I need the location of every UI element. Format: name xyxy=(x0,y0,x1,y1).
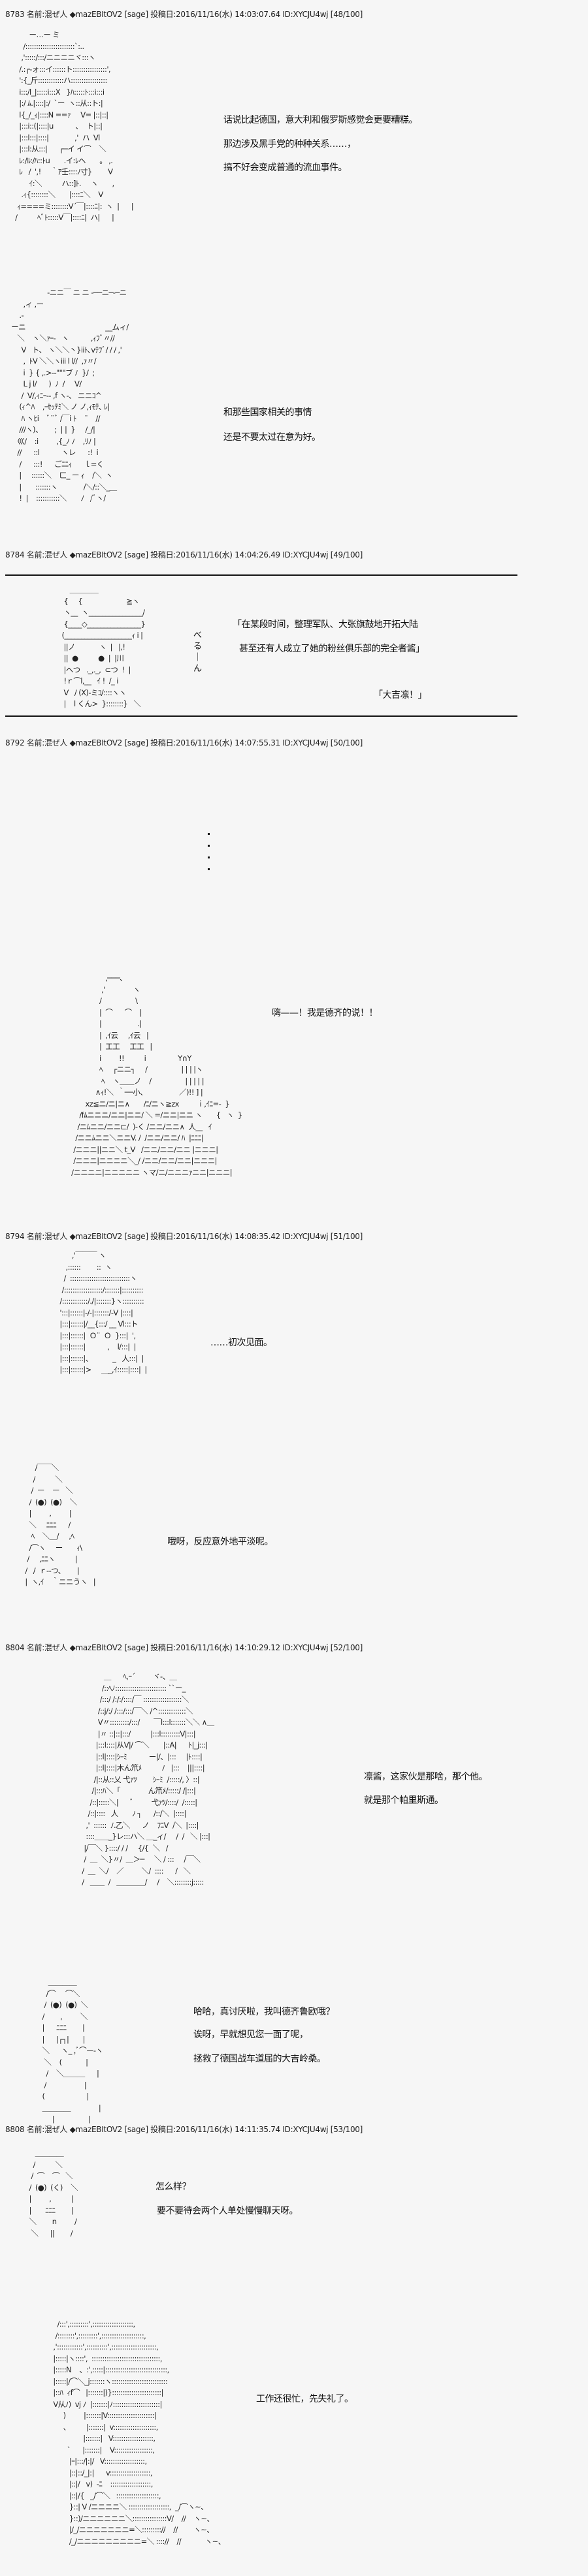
ascii-art-round-face-1: /￣￣＼ / ＼ / ー ー ＼ / (●) (●) ＼ | , | ＼ ﾆﾆﾆ… xyxy=(25,1463,95,1586)
ascii-art-girl-4: /:::',:::::::::',:::::::::::::::::::, /:… xyxy=(53,2319,225,2546)
post-header-8784: 8784 名前:混ぜ人 ◆mazEBItOV2 [sage] 投稿日:2016/… xyxy=(5,550,363,559)
ascii-art-girl-3: ＿ ﾍ,ｰ´ ヾ-、＿ /::ﾍﾉ:::::::::::::::::::::::… xyxy=(82,1672,214,1887)
ascii-art-girl-2: ,'￣￣￣ ヽ ,:::::: :: ヽ / :::::::::::::::::… xyxy=(59,1251,147,1374)
ascii-art-hat-figure: -ニニ￣ ニ ニ ‐──ニ─‐─ニ ,ィ ,ー .- ーニ __ムィ/ ＼ ヽ＼… xyxy=(11,288,129,503)
ellipsis-dot xyxy=(208,833,210,835)
ascii-art-chibi-hat: ＿＿＿＿ { { ≧ヽ ヽ__ ヽ________________/ {____… xyxy=(61,585,146,708)
ascii-art-smiling-man: ,───、 ,' ヽ / \ | ⌒ ⌒ | | .| | ,ｲ云 ,ｲ云 | xyxy=(71,973,242,1177)
dialogue-line: 「大吉凛！」 xyxy=(374,690,427,700)
dialogue-line: 还是不要太过在意为好。 xyxy=(223,432,321,443)
ascii-art-winking-face: ＿＿＿＿ / ＼ / ⌒ ⌒ ＼ / (●) (く) ＼ | , | | ﾆﾆﾆ… xyxy=(29,2148,78,2238)
sound-effect: べる｜ん xyxy=(193,631,202,674)
dialogue-line: 怎么样？ xyxy=(155,2182,191,2192)
post-header-8808: 8808 名前:混ぜ人 ◆mazEBItOV2 [sage] 投稿日:2016/… xyxy=(5,2125,363,2134)
dialogue-line: 凛酱，这家伙是那啥，那个他。 xyxy=(364,1772,488,1782)
ascii-art-round-face-2: ＿＿＿＿ /⌒ ⌒＼ / (●) (●) ＼ / , ＼ | ﾆﾆﾆ | | |… xyxy=(42,1977,103,2124)
dialogue-line: 「在某段时间，整理军队、大张旗鼓地开拓大陆 xyxy=(233,620,418,630)
dialogue-line: 甚至还有人成立了她的粉丝俱乐部的完全者酱」 xyxy=(239,644,425,654)
post-header-8804: 8804 名前:混ぜ人 ◆mazEBItOV2 [sage] 投稿日:2016/… xyxy=(5,1643,363,1652)
ellipsis-dot xyxy=(208,856,210,858)
dialogue-line: 就是那个帕里斯通。 xyxy=(364,1795,444,1806)
ellipsis-dot xyxy=(208,868,210,870)
dialogue-line: 拯救了德国战车道届的大吉岭桑。 xyxy=(193,2054,326,2064)
dialogue-line: 话说比起德国，意大利和俄罗斯感觉会更要糟糕。 xyxy=(223,115,418,125)
dialogue-line: 那边涉及黑手党的种种关系……， xyxy=(223,139,356,149)
ascii-art-girl-1: ー…ー ミ /:::::::::::::::::::::::`:.. ,':::… xyxy=(15,30,134,222)
post-header-8783: 8783 名前:混ぜ人 ◆mazEBItOV2 [sage] 投稿日:2016/… xyxy=(5,10,363,19)
post-header-8794: 8794 名前:混ぜ人 ◆mazEBItOV2 [sage] 投稿日:2016/… xyxy=(5,1232,363,1241)
dialogue-line: 搞不好会变成普通的流血事件。 xyxy=(223,163,348,173)
ellipsis-dot xyxy=(208,845,210,847)
dialogue-line: 工作还很忙，先失礼了。 xyxy=(256,2394,353,2404)
dialogue-line: 要不要待会两个人单处慢慢聊天呀。 xyxy=(157,2206,299,2216)
dialogue-line: 嗨——！我是德齐的说！！ xyxy=(272,1008,378,1018)
dialogue-line: 和那些国家相关的事情 xyxy=(223,407,312,418)
divider-rule xyxy=(5,715,517,717)
dialogue-line: 哦呀，反应意外地平淡呢。 xyxy=(167,1537,274,1547)
dialogue-line: ……初次见面。 xyxy=(210,1338,272,1348)
dialogue-line: 哈哈，真讨厌啦，我叫德齐鲁欧哦？ xyxy=(193,2007,335,2017)
divider-rule xyxy=(5,574,517,576)
post-header-8792: 8792 名前:混ぜ人 ◆mazEBItOV2 [sage] 投稿日:2016/… xyxy=(5,738,363,747)
dialogue-line: 诶呀，早就想见您一面了呢， xyxy=(193,2030,308,2040)
